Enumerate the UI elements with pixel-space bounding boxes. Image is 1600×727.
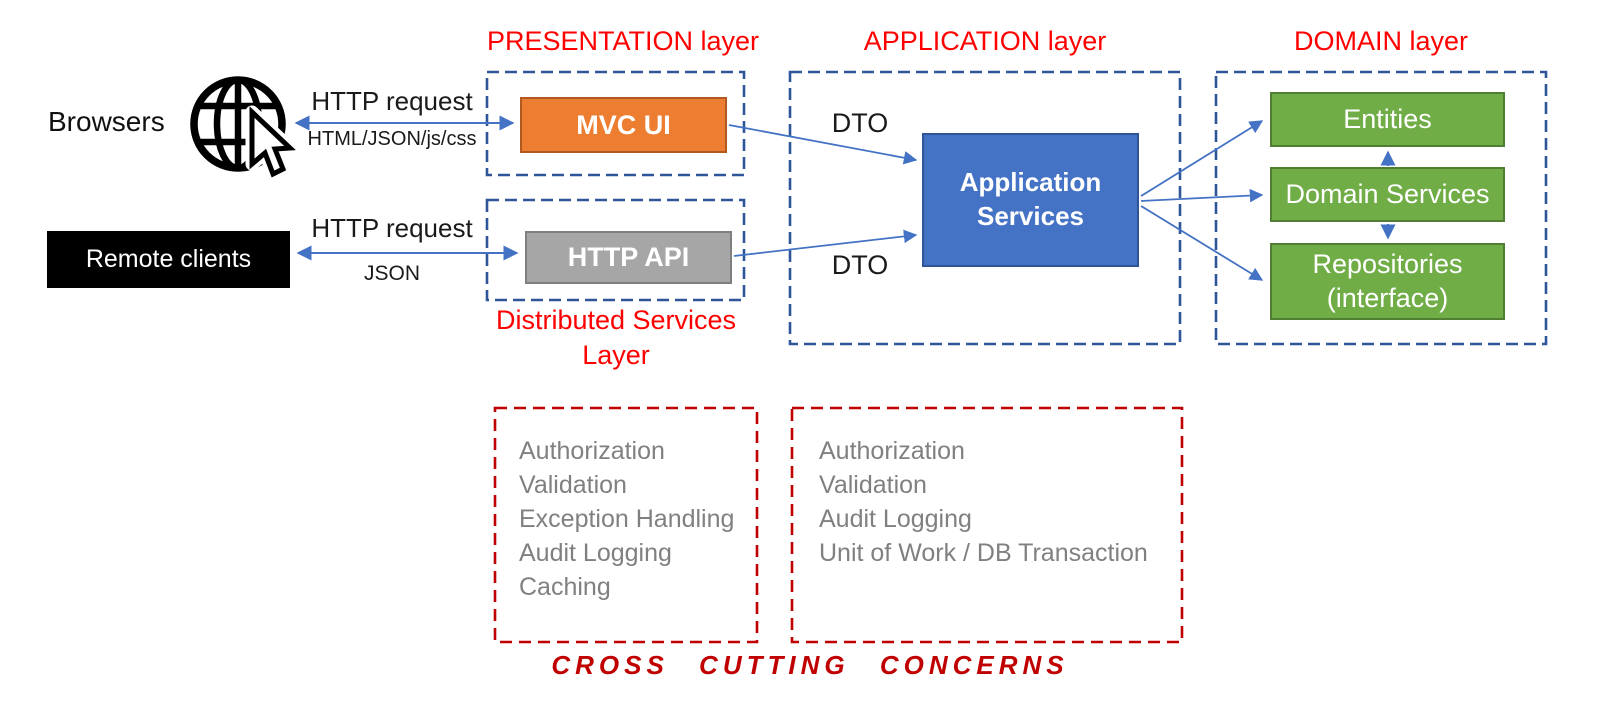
repositories-label-line2: (interface): [1326, 282, 1449, 313]
arrow-appservices-repositories: [1140, 205, 1264, 281]
distributed-services-layer-box: [485, 198, 746, 302]
presentation-layer-title: PRESENTATION layer: [487, 26, 760, 56]
http-api-box: HTTP API: [525, 231, 732, 284]
remote-clients-box: Remote clients: [47, 231, 290, 288]
browser-globe-icon: [190, 76, 297, 181]
arrow-appservices-entities: [1140, 120, 1264, 197]
list-item: Caching: [519, 573, 611, 601]
list-item: Authorization: [519, 437, 665, 465]
repositories-label-line1: Repositories: [1312, 248, 1463, 279]
browser-arrow-label-bottom: HTML/JSON/js/css: [307, 128, 477, 150]
dto-label-bottom: DTO: [831, 250, 889, 280]
application-services-box: Application Services: [922, 133, 1139, 267]
application-layer-box: [788, 70, 1182, 346]
list-item: Authorization: [819, 437, 965, 465]
domain-services-box: Domain Services: [1270, 167, 1505, 222]
browsers-label: Browsers: [48, 106, 165, 137]
browser-arrow-label-top: HTTP request: [311, 86, 473, 116]
entities-box: Entities: [1270, 92, 1505, 147]
distributed-services-layer-title: Distributed Services Layer: [495, 305, 737, 371]
cross-cutting-box-2: [790, 406, 1184, 644]
list-item: Validation: [519, 471, 627, 499]
dto-label-top: DTO: [831, 108, 889, 138]
list-item: Exception Handling: [519, 505, 735, 533]
arrow-httpapi-appservices: [733, 229, 918, 257]
domain-layer-box: [1214, 70, 1548, 346]
list-item: Validation: [819, 471, 927, 499]
remote-arrow-label-bottom: JSON: [363, 262, 420, 285]
list-item: Audit Logging: [819, 505, 972, 533]
domain-layer-title: DOMAIN layer: [1293, 26, 1469, 56]
application-layer-title: APPLICATION layer: [863, 26, 1107, 56]
cursor-icon: [245, 105, 297, 181]
repositories-box: Repositories (interface): [1270, 243, 1505, 320]
cross-cutting-title: CROSS CUTTING CONCERNS: [551, 650, 1069, 680]
mvc-ui-box: MVC UI: [520, 97, 727, 153]
remote-arrow-label-top: HTTP request: [311, 213, 473, 243]
cross-cutting-box-1: [493, 406, 759, 644]
list-item: Unit of Work / DB Transaction: [819, 539, 1148, 567]
arrow-mvcui-appservices: [728, 124, 918, 165]
list-item: Audit Logging: [519, 539, 672, 567]
arrow-appservices-domainservices: [1140, 188, 1264, 203]
